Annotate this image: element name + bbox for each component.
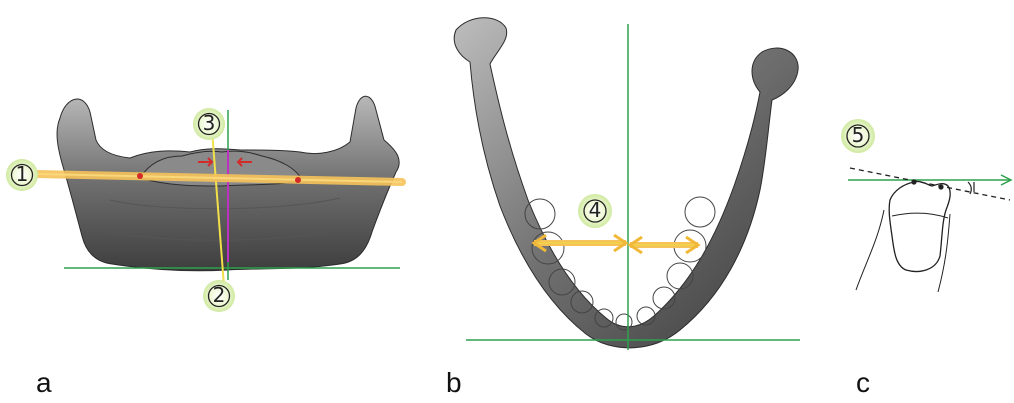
- tilt-line: [850, 168, 1010, 200]
- mandible-occlusal: [454, 18, 798, 348]
- panel-label-a: a: [36, 367, 52, 398]
- panel-label-b: b: [446, 367, 462, 398]
- marker-4: 4: [578, 194, 612, 228]
- marker-5-label: 5: [852, 123, 865, 147]
- marker-2: 2: [203, 280, 235, 312]
- panel-b: 4 b: [446, 18, 800, 398]
- marker-3: 3: [193, 108, 225, 140]
- marker-4-label: 4: [589, 198, 602, 222]
- tooth-sketch: [889, 181, 950, 271]
- marker-5: 5: [841, 119, 875, 153]
- marker-2-label: 2: [213, 283, 226, 307]
- marker-1: 1: [6, 159, 38, 191]
- marker-3-label: 3: [203, 111, 216, 135]
- panel-c: 5 c: [841, 119, 1011, 398]
- panel-a: 1 3 2 a: [6, 96, 402, 398]
- marker-1-label: 1: [16, 162, 29, 186]
- panel-label-c: c: [856, 367, 870, 398]
- width-arrows: [534, 235, 698, 253]
